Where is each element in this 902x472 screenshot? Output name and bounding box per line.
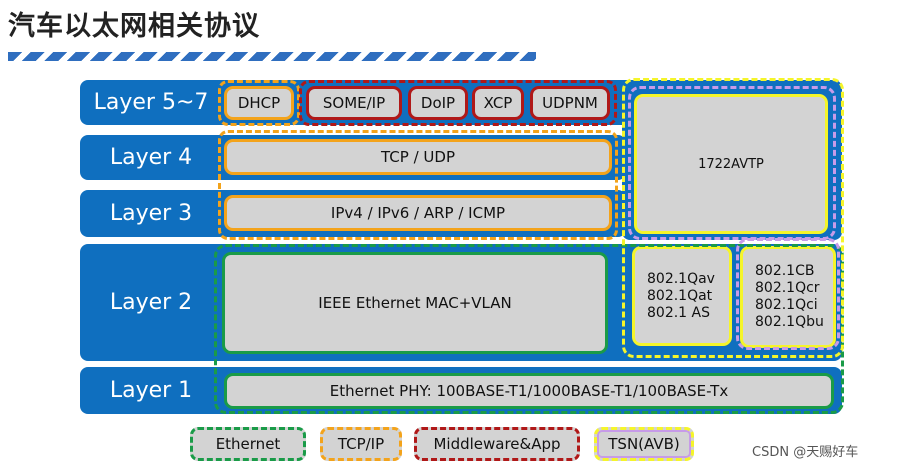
protocol-udpnm: UDPNM bbox=[530, 86, 610, 120]
tsn-line-qbu: 802.1Qbu bbox=[755, 314, 824, 330]
protocol-dhcp: DHCP bbox=[224, 86, 294, 120]
legend-middleware-app: Middleware&App bbox=[414, 427, 580, 461]
protocol-mac-vlan: IEEE Ethernet MAC+VLAN bbox=[222, 252, 608, 354]
layer-label-5-7: Layer 5~7 bbox=[93, 90, 209, 115]
protocol-tcp-udp: TCP / UDP bbox=[224, 139, 612, 175]
protocol-doip: DoIP bbox=[408, 86, 468, 120]
layer-label-2: Layer 2 bbox=[109, 290, 193, 315]
layer-label-1: Layer 1 bbox=[109, 378, 193, 403]
layer-label-3: Layer 3 bbox=[109, 201, 193, 226]
legend-tcpip: TCP/IP bbox=[320, 427, 402, 461]
avb-line-qat: 802.1Qat bbox=[647, 287, 713, 304]
layer-label-4: Layer 4 bbox=[109, 145, 193, 170]
tsn-line-qcr: 802.1Qcr bbox=[755, 280, 820, 296]
protocol-avb-group: 802.1Qav 802.1Qat 802.1 AS bbox=[632, 246, 732, 346]
watermark: CSDN @天赐好车 bbox=[752, 445, 859, 460]
protocol-phy: Ethernet PHY: 100BASE-T1/1000BASE-T1/100… bbox=[224, 373, 834, 409]
protocol-xcp: XCP bbox=[472, 86, 524, 120]
protocol-someip: SOME/IP bbox=[306, 86, 402, 120]
protocol-tsn-group: 802.1CB 802.1Qcr 802.1Qci 802.1Qbu bbox=[740, 246, 836, 348]
protocol-ip: IPv4 / IPv6 / ARP / ICMP bbox=[224, 195, 612, 231]
legend-tsn-avb: TSN(AVB) bbox=[594, 427, 694, 461]
legend-ethernet: Ethernet bbox=[190, 427, 306, 461]
avb-line-as: 802.1 AS bbox=[647, 304, 710, 321]
page-title: 汽车以太网相关协议 bbox=[8, 11, 260, 42]
protocol-1722avtp: 1722AVTP bbox=[634, 94, 828, 234]
tsn-line-qci: 802.1Qci bbox=[755, 297, 818, 313]
tsn-line-cb: 802.1CB bbox=[755, 263, 815, 279]
avb-line-qav: 802.1Qav bbox=[647, 270, 715, 287]
title-stripe-divider bbox=[8, 52, 536, 61]
